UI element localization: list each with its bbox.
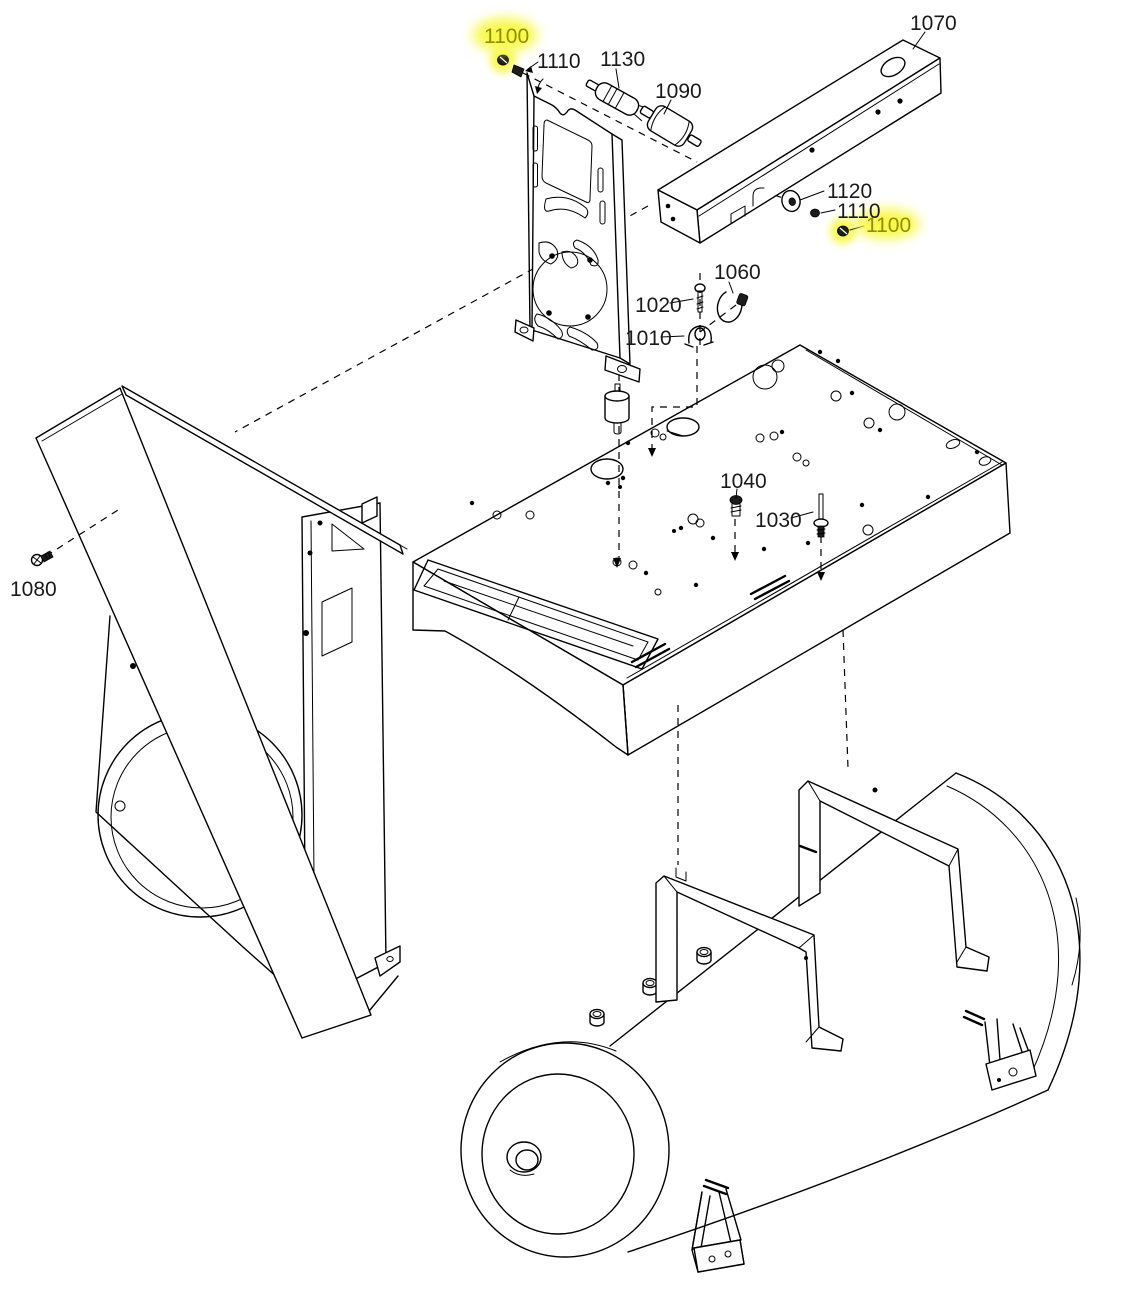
air-tank [460, 772, 1081, 1273]
label-1100-right: 1100 [866, 214, 911, 237]
gusset [331, 523, 365, 552]
tank-bottom-edge [627, 1089, 1049, 1253]
beam-end-face [657, 189, 701, 244]
top-hem-strip [121, 385, 404, 555]
highlight-glow-1100-top [473, 18, 537, 52]
highlight-glow-1100-right [855, 209, 919, 239]
leader-lines [615, 31, 926, 519]
plate-cutouts [532, 119, 608, 351]
coupler-pin [585, 79, 649, 122]
label-1020: 1020 [635, 294, 682, 317]
screw-1080 [30, 550, 54, 567]
label-1030: 1030 [755, 509, 802, 532]
hose-clamp [716, 291, 749, 323]
side-column [301, 496, 401, 1006]
tank-port [506, 1141, 542, 1176]
screw-1040 [729, 495, 743, 517]
bolt-1030 [813, 493, 829, 538]
label-1010: 1010 [625, 327, 672, 350]
deck-holes [469, 349, 992, 596]
label-1120: 1120 [827, 180, 872, 203]
tank-strap-rear [798, 780, 990, 972]
tank-head-right-inner [946, 785, 1060, 1073]
base-edge [364, 975, 399, 1017]
beam-oval-hole [880, 56, 906, 78]
washer-1120 [781, 189, 801, 213]
rubber-isolator [639, 105, 702, 147]
beam-top-face [657, 39, 941, 211]
panel-hole [114, 800, 126, 812]
label-1070: 1070 [910, 12, 957, 35]
cover-plate [35, 387, 372, 1039]
screw-1100-top [490, 47, 516, 73]
pin-1110-top [511, 61, 544, 94]
label-1040: 1040 [720, 470, 767, 493]
base-deck [412, 344, 1011, 756]
column-tab [361, 496, 378, 524]
cable-clip [684, 325, 714, 348]
mounting-plate-bracket [514, 72, 641, 383]
label-1060: 1060 [714, 261, 761, 284]
nut-1110-right [810, 208, 820, 218]
beam-notch [730, 205, 746, 225]
beam-hook-slot [752, 187, 765, 207]
screw-1020 [694, 283, 706, 313]
vent-slots [630, 574, 791, 669]
part-labels: 1100 1110 1130 1090 1070 1120 1110 1100 … [10, 12, 957, 601]
label-1110-right: 1110 [837, 200, 881, 223]
label-1100-top: 1100 [484, 25, 529, 48]
label-1090: 1090 [655, 80, 702, 103]
tank-strap-front [655, 867, 844, 1052]
label-1130: 1130 [600, 48, 645, 71]
tank-foot-right [962, 1009, 1037, 1091]
tank-head-right-outer [955, 772, 1081, 1091]
tank-dome [481, 1073, 635, 1235]
column-cutout [321, 587, 353, 657]
label-1080: 1080 [10, 578, 57, 601]
label-1110-top: 1110 [537, 50, 581, 73]
screw-1100-right [830, 218, 856, 244]
deck-front-left-face-arch [412, 561, 629, 756]
isolator-mount [604, 383, 630, 435]
fan-shroud-panel [35, 385, 408, 1039]
screw-dot [130, 663, 136, 669]
tank-head-left [460, 1042, 670, 1258]
tank-foot-left [691, 1178, 745, 1273]
support-beam [657, 39, 942, 244]
